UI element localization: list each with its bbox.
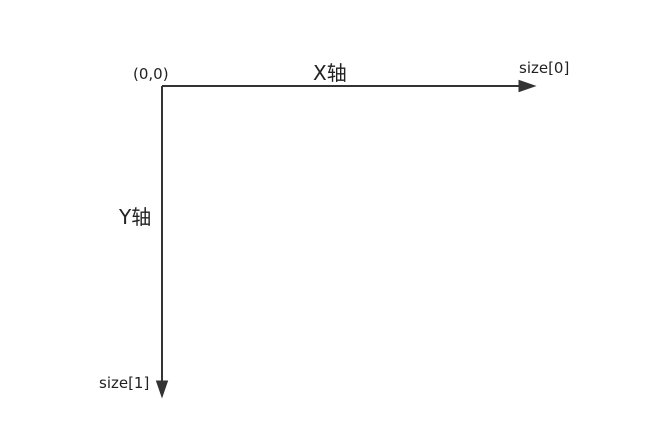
y-end-label: size[1] [99, 374, 149, 392]
x-axis-arrowhead [518, 79, 537, 93]
origin-label: (0,0) [133, 65, 169, 83]
x-axis-label: X轴 [313, 61, 347, 85]
y-axis-arrowhead [155, 380, 169, 399]
x-end-label: size[0] [519, 59, 569, 77]
y-axis-label: Y轴 [118, 205, 151, 229]
